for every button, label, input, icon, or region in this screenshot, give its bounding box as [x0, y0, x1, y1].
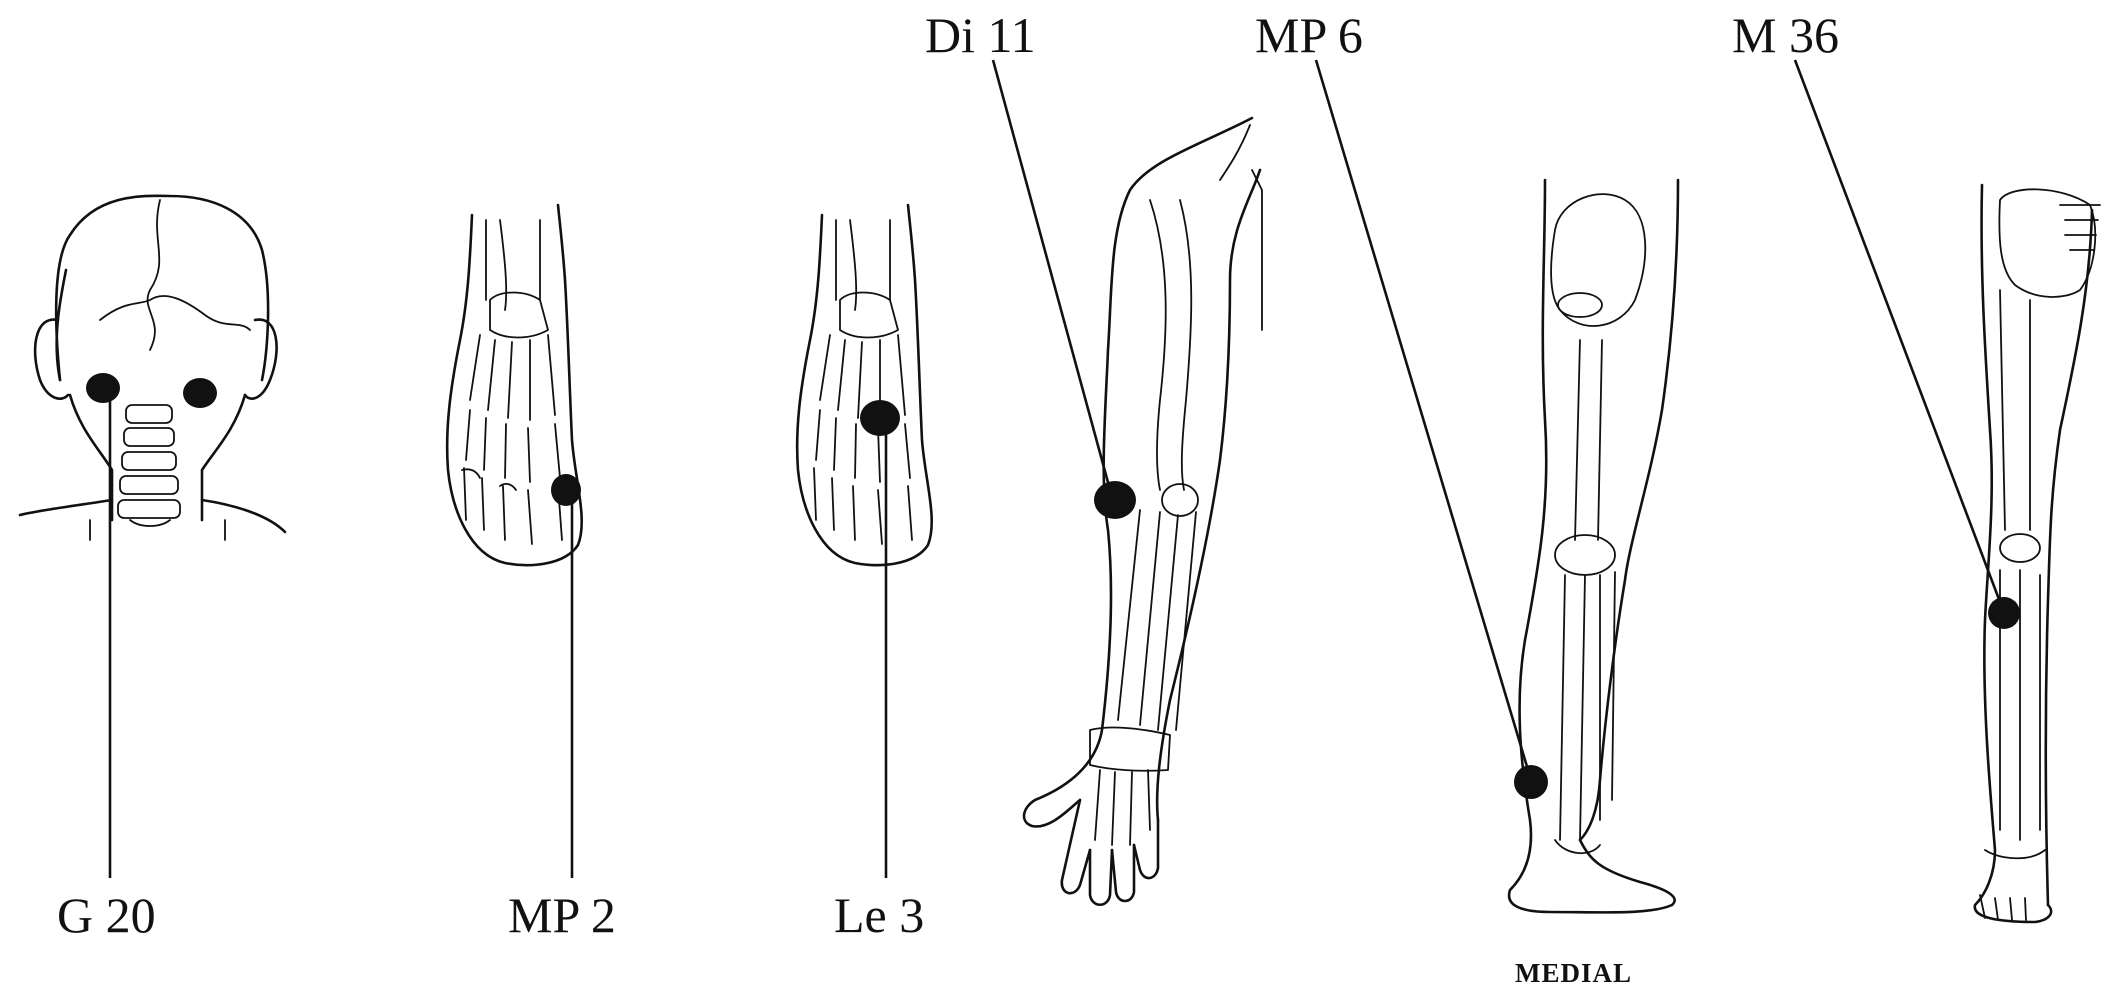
foot-illustration-mp2 [447, 205, 582, 565]
m36-leader-line [1795, 60, 2000, 602]
medial-caption: MEDIAL [1515, 958, 1632, 988]
le3-marker [860, 400, 900, 436]
mp6-leader-line [1316, 60, 1528, 770]
di11-marker [1094, 481, 1136, 519]
head-back-view-illustration [20, 196, 285, 540]
g20-label: G 20 [57, 887, 156, 943]
m36-point-group: M 36 [1732, 7, 2020, 629]
medial-leg-illustration [1509, 180, 1678, 912]
g20-marker-right [183, 378, 217, 408]
mp6-label: MP 6 [1255, 7, 1363, 63]
le3-label: Le 3 [834, 887, 924, 943]
m36-marker [1988, 597, 2020, 629]
m36-label: M 36 [1732, 7, 1839, 63]
mp2-point-group: MP 2 [508, 474, 616, 943]
di11-label: Di 11 [925, 7, 1036, 63]
mp2-marker [551, 474, 581, 506]
di11-leader-line [993, 60, 1109, 486]
lateral-leg-illustration [1975, 185, 2100, 922]
arm-illustration [1024, 118, 1262, 905]
mp6-marker [1514, 765, 1548, 799]
mp2-label: MP 2 [508, 887, 616, 943]
foot-illustration-le3 [797, 205, 932, 565]
g20-marker-left [86, 373, 120, 403]
g20-point-group: G 20 [57, 373, 217, 943]
